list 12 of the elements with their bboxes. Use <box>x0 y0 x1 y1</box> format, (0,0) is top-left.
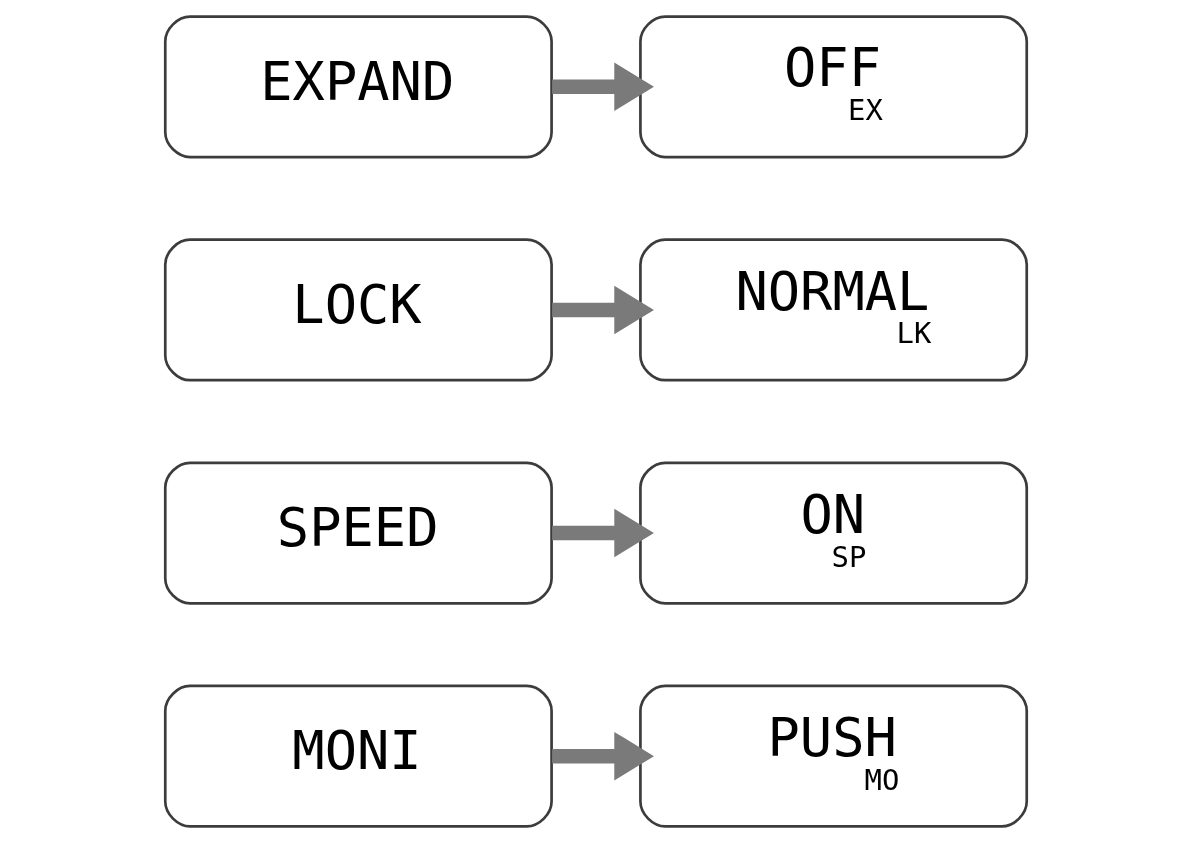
node-box: LOCK <box>163 238 553 382</box>
arrow <box>552 731 654 781</box>
node-box: NORMAL LK <box>639 238 1029 382</box>
node-box: PUSH MO <box>639 684 1029 828</box>
node-box: EXPAND <box>163 15 553 159</box>
arrow <box>552 62 654 112</box>
node-box: ON SP <box>639 461 1029 605</box>
node-box: OFF EX <box>639 15 1029 159</box>
node-box: MONI <box>163 684 553 828</box>
node-box: SPEED <box>163 461 553 605</box>
arrow <box>552 285 654 335</box>
arrow <box>552 508 654 558</box>
